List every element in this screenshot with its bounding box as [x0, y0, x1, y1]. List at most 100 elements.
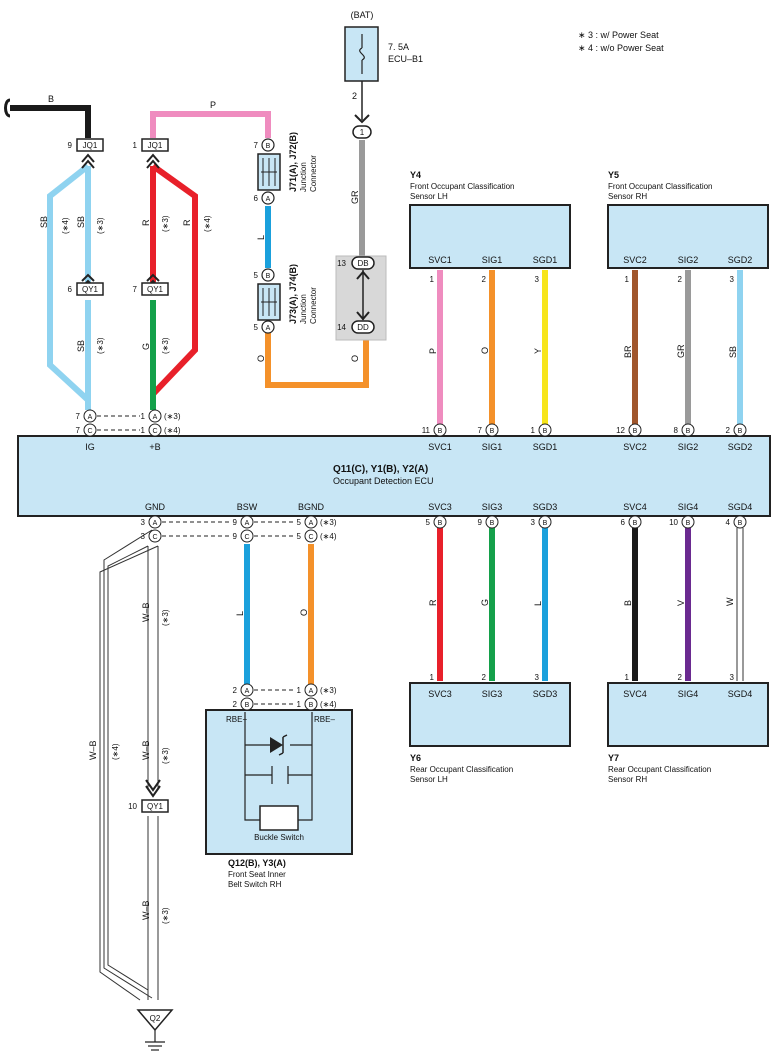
connector-qy1-ground — [141, 799, 169, 813]
svg-text:(∗3): (∗3) — [164, 412, 181, 421]
svg-text:1: 1 — [430, 673, 435, 682]
wire-label-p: P — [210, 100, 216, 110]
svg-text:R: R — [428, 599, 438, 606]
sensor-y7-box — [607, 682, 769, 747]
sensor-y5-box — [607, 204, 769, 269]
svg-text:5: 5 — [297, 532, 302, 541]
svg-text:(∗3): (∗3) — [320, 686, 337, 695]
connector-jq1-left — [76, 138, 104, 152]
svg-text:G: G — [141, 343, 151, 350]
svg-text:B: B — [438, 520, 443, 527]
svg-text:6: 6 — [254, 194, 259, 203]
sensor-y7: 1 2 3 SVC4 SIG4 SGD4 Y7 Rear Occupant Cl… — [608, 673, 752, 784]
svg-text:(∗3): (∗3) — [161, 609, 170, 626]
svg-text:SIG4: SIG4 — [678, 689, 699, 699]
svg-text:BSW: BSW — [237, 502, 258, 512]
svg-text:Y4: Y4 — [410, 170, 421, 180]
svg-text:SIG2: SIG2 — [678, 255, 699, 265]
svg-text:9: 9 — [478, 518, 483, 527]
svg-text:SB: SB — [76, 216, 86, 228]
svg-text:Junction: Junction — [299, 294, 308, 324]
svg-text:1: 1 — [360, 128, 365, 137]
pin-qy1-10: 10 — [128, 802, 137, 811]
buckle-line1: Front Seat Inner — [228, 870, 286, 879]
svg-text:A: A — [153, 414, 158, 421]
svg-text:L: L — [256, 235, 266, 240]
svg-text:Y5: Y5 — [608, 170, 619, 180]
svg-text:W–B: W–B — [141, 900, 151, 920]
svg-text:1: 1 — [430, 275, 435, 284]
svg-text:O: O — [350, 355, 360, 362]
svg-text:2: 2 — [233, 686, 238, 695]
wire-y7-w — [736, 528, 744, 681]
svg-text:(∗4): (∗4) — [61, 217, 70, 234]
connector-jq1-right — [141, 138, 169, 152]
svg-text:B: B — [738, 520, 743, 527]
svg-text:(∗4): (∗4) — [320, 532, 337, 541]
svg-text:(∗3): (∗3) — [96, 217, 105, 234]
svg-text:SGD3: SGD3 — [533, 689, 558, 699]
ground-terminal-icon — [136, 1009, 174, 1032]
svg-text:BGND: BGND — [298, 502, 325, 512]
wire-wb-ground — [99, 529, 159, 1001]
svg-text:R: R — [182, 219, 192, 226]
svg-text:1: 1 — [625, 673, 630, 682]
zener-diode-icon — [270, 737, 283, 753]
connector-dd — [351, 320, 375, 334]
svg-text:C: C — [308, 534, 313, 541]
svg-text:B: B — [309, 702, 314, 709]
ground-symbol-icon — [145, 1041, 165, 1051]
buckle-switch-label: Buckle Switch — [254, 833, 304, 842]
legend-note-4: ∗ 4 : w/o Power Seat — [578, 43, 664, 53]
svg-text:SVC2: SVC2 — [623, 442, 647, 452]
svg-text:(∗3): (∗3) — [161, 337, 170, 354]
svg-text:B: B — [633, 428, 638, 435]
svg-text:9: 9 — [233, 532, 238, 541]
svg-text:A: A — [245, 688, 250, 695]
occupant-detection-ecu — [17, 435, 771, 517]
svg-text:14: 14 — [337, 323, 346, 332]
ecu-name: Occupant Detection ECU — [333, 476, 434, 486]
svg-text:SIG3: SIG3 — [482, 689, 503, 699]
svg-text:B: B — [266, 273, 271, 280]
svg-text:Connector: Connector — [309, 155, 318, 192]
legend-note-3: ∗ 3 : w/ Power Seat — [578, 30, 659, 40]
svg-text:Y: Y — [533, 348, 543, 354]
svg-text:1: 1 — [625, 275, 630, 284]
junction-j73-title: J73(A), J74(B) — [288, 264, 298, 324]
svg-text:2: 2 — [482, 673, 487, 682]
sensor-y6: 1 2 3 SVC3 SIG3 SGD3 Y6 Rear Occupant Cl… — [410, 673, 557, 784]
svg-text:SB: SB — [728, 346, 738, 358]
pin-jq1-1: 1 — [133, 141, 138, 150]
svg-text:A: A — [245, 520, 250, 527]
svg-text:3: 3 — [141, 532, 146, 541]
fuse-name: ECU–B1 — [388, 54, 423, 64]
svg-text:SIG2: SIG2 — [678, 442, 699, 452]
svg-text:7: 7 — [254, 141, 259, 150]
svg-text:Front Occupant Classification: Front Occupant Classification — [608, 182, 713, 191]
svg-text:GND: GND — [145, 502, 166, 512]
svg-text:3: 3 — [535, 275, 540, 284]
svg-text:(∗4): (∗4) — [320, 700, 337, 709]
svg-text:B: B — [543, 520, 548, 527]
svg-text:Sensor LH: Sensor LH — [410, 192, 448, 201]
svg-text:O: O — [256, 355, 266, 362]
svg-text:1: 1 — [141, 426, 146, 435]
svg-text:3: 3 — [531, 518, 536, 527]
wire-b-top — [10, 105, 91, 138]
svg-text:GR: GR — [350, 190, 360, 204]
svg-text:Sensor RH: Sensor RH — [608, 192, 647, 201]
svg-text:Y7: Y7 — [608, 753, 619, 763]
svg-text:SVC2: SVC2 — [623, 255, 647, 265]
connector-db — [351, 256, 375, 270]
connector-qy1-ground-label: QY1 — [147, 802, 164, 811]
svg-text:Rear Occupant Classification: Rear Occupant Classification — [410, 765, 513, 774]
svg-text:SIG1: SIG1 — [482, 442, 503, 452]
svg-text:R: R — [141, 219, 151, 226]
svg-text:L: L — [235, 611, 245, 616]
svg-text:SIG3: SIG3 — [482, 502, 503, 512]
svg-text:W: W — [725, 597, 735, 606]
svg-text:(∗4): (∗4) — [111, 743, 120, 760]
svg-text:W–B: W–B — [141, 740, 151, 760]
svg-text:2: 2 — [726, 426, 731, 435]
